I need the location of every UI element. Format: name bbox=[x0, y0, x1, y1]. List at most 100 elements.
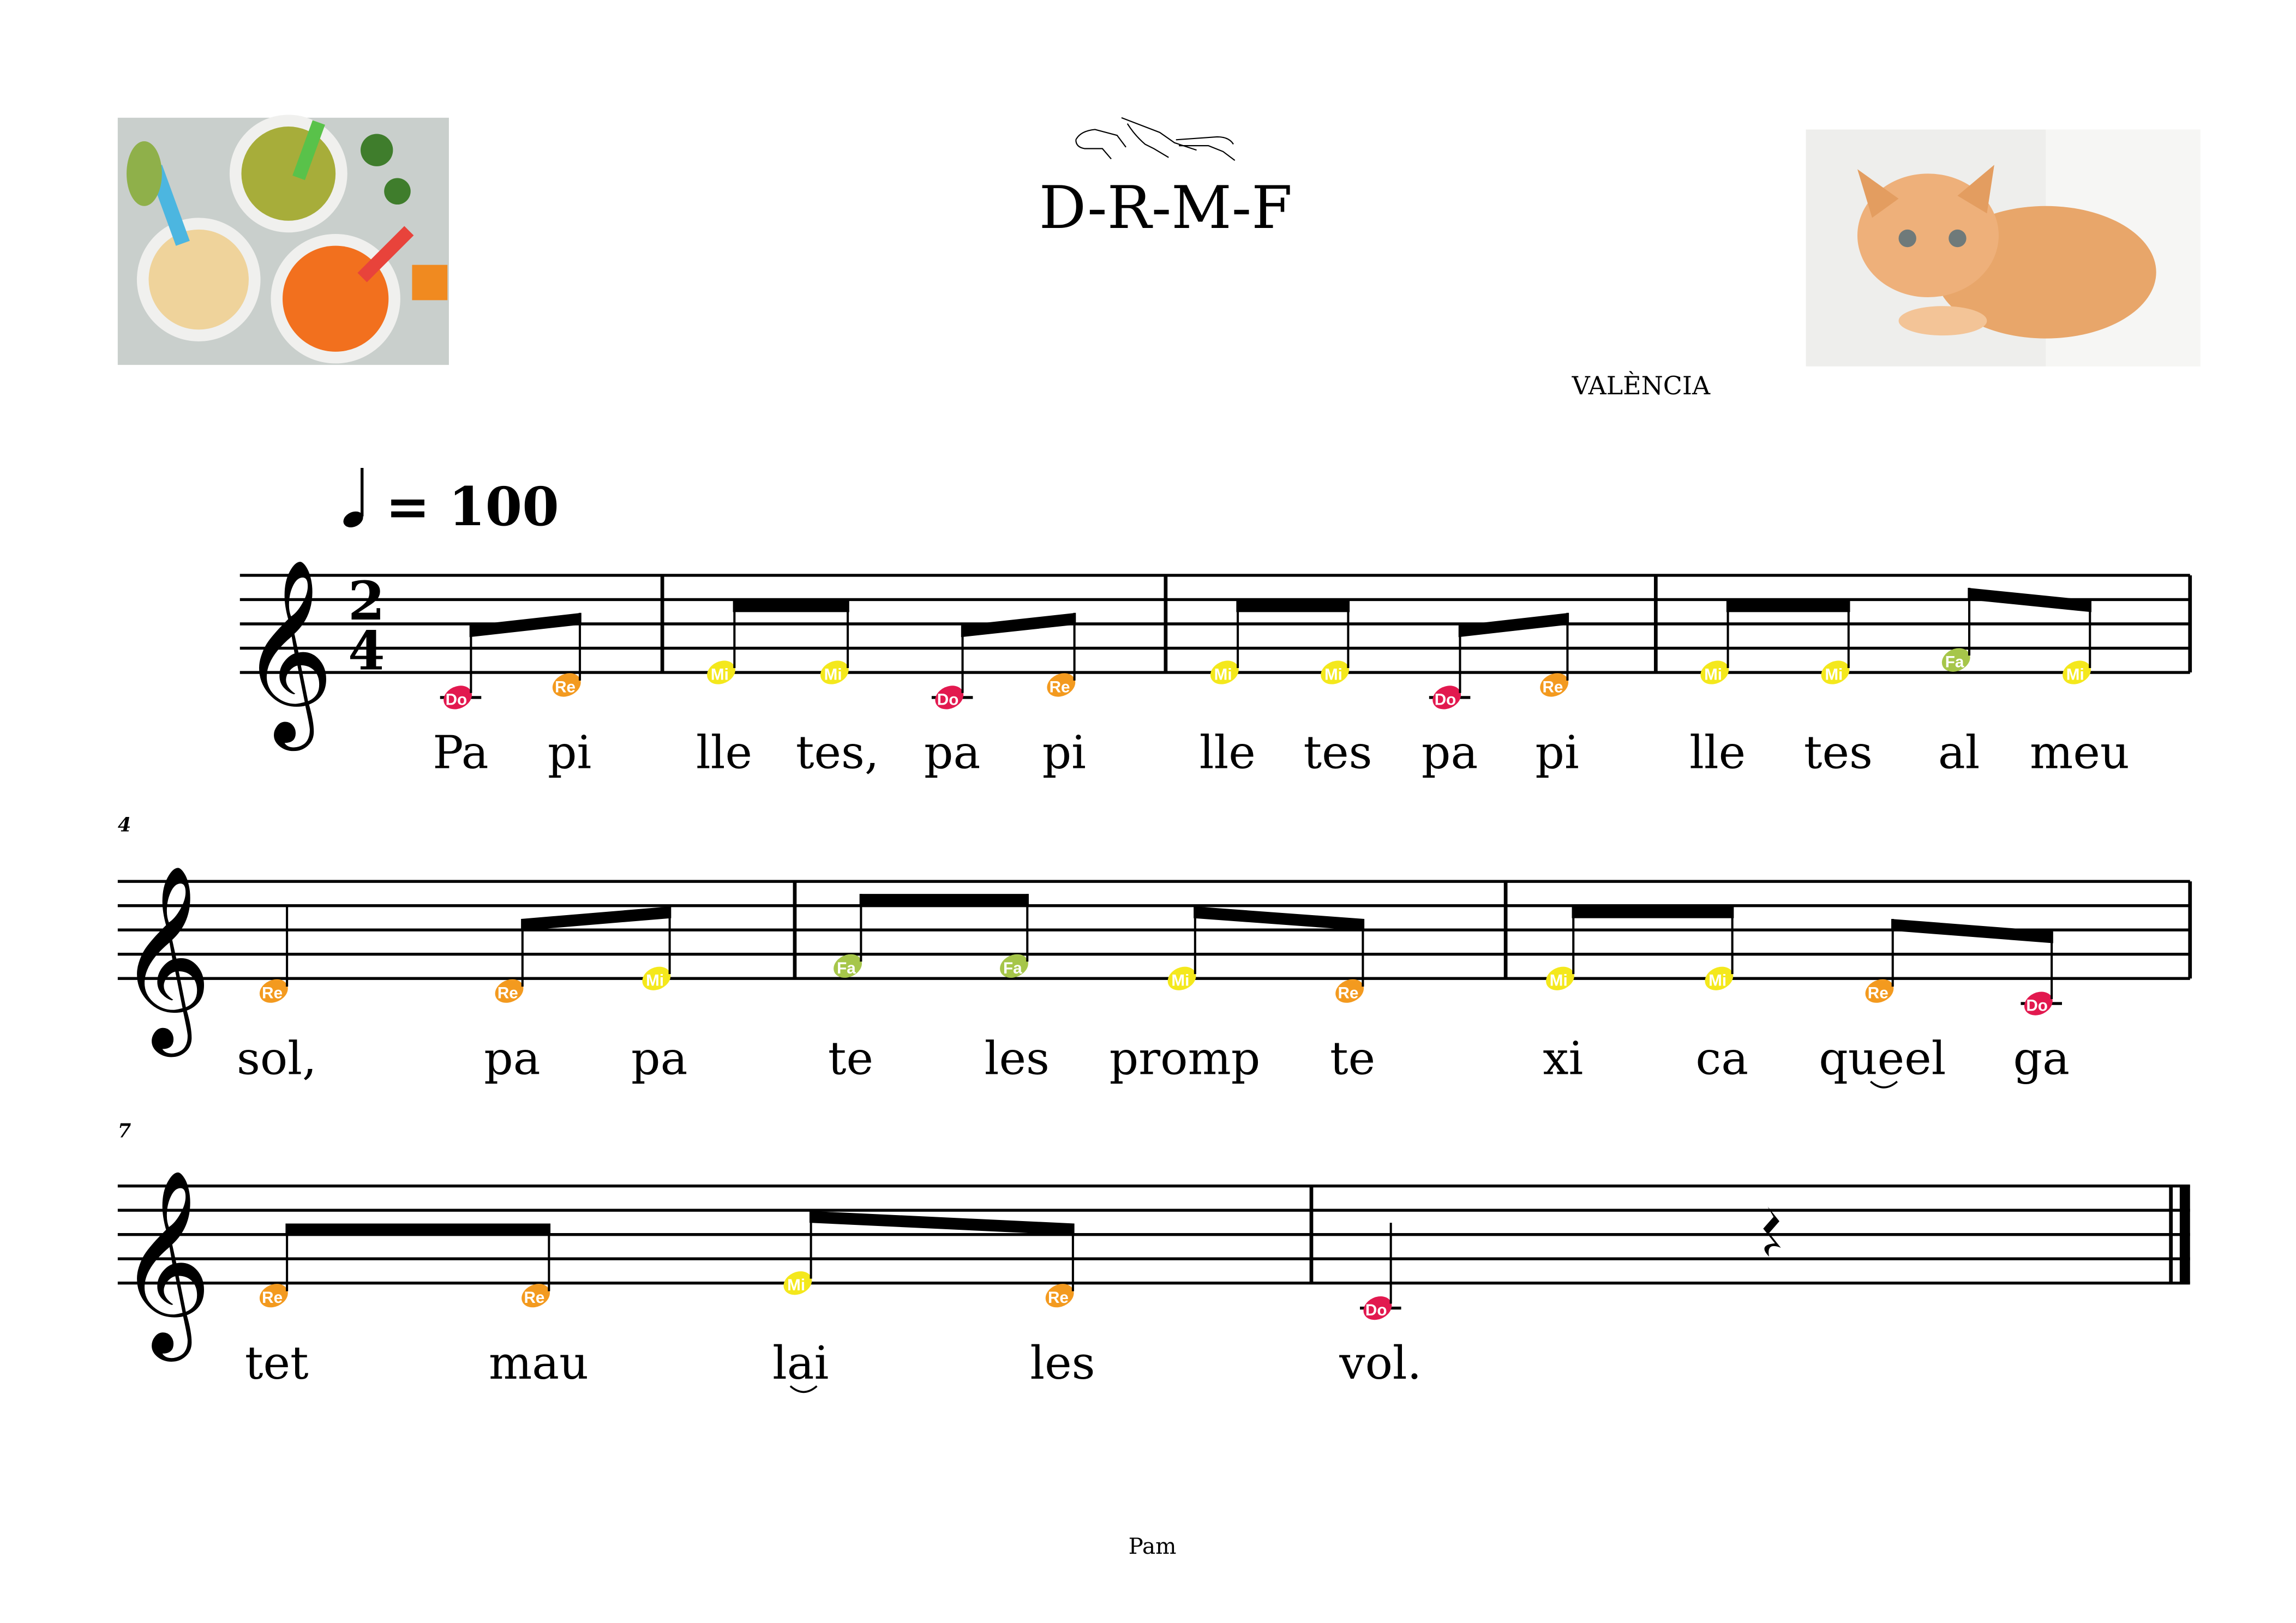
note-re: Re bbox=[521, 1284, 550, 1308]
beam bbox=[733, 600, 849, 612]
lyric-syllable: vol. bbox=[1339, 1336, 1422, 1390]
lyric-syllable: lle bbox=[1200, 725, 1256, 779]
note-re: Re bbox=[1865, 979, 1894, 1003]
note-head bbox=[1546, 966, 1574, 990]
note-head bbox=[495, 979, 524, 1003]
note-fa: Fa bbox=[1941, 648, 1970, 672]
beam bbox=[1572, 906, 1734, 918]
solfege-label: Mi bbox=[711, 666, 729, 684]
solfege-hand-signs-icon bbox=[1075, 117, 1236, 161]
note-mi: Mi bbox=[1546, 966, 1574, 990]
note-head bbox=[783, 1271, 812, 1295]
note-head bbox=[1363, 1296, 1392, 1320]
lyric-syllable: pa bbox=[1422, 725, 1478, 779]
lyric-syllable: les bbox=[985, 1032, 1050, 1085]
note-head bbox=[1705, 966, 1734, 990]
lyric-syllable: pi bbox=[1042, 725, 1086, 779]
staff-system-1: 𝄞PaDopiRelleMites,MipaDopiRelleMitesMipa… bbox=[239, 557, 2192, 779]
solfege-label: Fa bbox=[1003, 959, 1022, 977]
lyric-syllable: pi bbox=[548, 725, 591, 779]
solfege-label: Fa bbox=[1945, 653, 1964, 671]
note-head bbox=[521, 1284, 550, 1308]
staff-system-2: 𝄞4sol,RepaRepaMiteFalesFaprompMiteRexiMi… bbox=[117, 814, 2192, 1089]
solfege-label: Mi bbox=[2066, 666, 2084, 684]
note-fa: Fa bbox=[1000, 954, 1028, 978]
solfege-label: Re bbox=[524, 1289, 544, 1307]
solfege-label: Mi bbox=[1550, 972, 1568, 990]
note-head bbox=[1000, 954, 1028, 978]
lyric-syllable: al bbox=[1938, 725, 1980, 779]
note-head bbox=[1700, 660, 1729, 684]
solfege-label: Do bbox=[446, 690, 467, 708]
note-head bbox=[834, 954, 862, 978]
lyric-syllable: lle bbox=[1689, 725, 1746, 779]
beam bbox=[1236, 600, 1350, 612]
solfege-label: Re bbox=[1543, 678, 1563, 696]
treble-clef-icon: 𝄞 bbox=[118, 1168, 212, 1363]
note-re: Re bbox=[1540, 673, 1569, 697]
lyric-syllable: les bbox=[1030, 1336, 1095, 1390]
note-fa: Fa bbox=[834, 954, 862, 978]
note-head bbox=[1432, 686, 1461, 710]
baby-food-photo bbox=[117, 115, 449, 365]
title: D-R-M-F bbox=[1039, 174, 1293, 242]
note-mi: Mi bbox=[707, 660, 735, 684]
note-re: Re bbox=[1045, 1284, 1074, 1308]
solfege-label: Re bbox=[262, 1289, 283, 1307]
note-head bbox=[820, 660, 849, 684]
solfege-label: Re bbox=[497, 984, 518, 1002]
beam bbox=[1194, 906, 1365, 931]
lyric-syllable: tes bbox=[1804, 725, 1873, 779]
lyric-syllable: Pa bbox=[433, 725, 488, 779]
note-mi: Mi bbox=[2063, 660, 2091, 684]
note-do: Do bbox=[931, 686, 973, 710]
lyric-syllable: tes, bbox=[796, 725, 879, 779]
beam bbox=[1726, 600, 1850, 612]
solfege-label: Mi bbox=[1324, 666, 1342, 684]
note-head bbox=[1045, 1284, 1074, 1308]
note-head bbox=[1335, 979, 1364, 1003]
note-mi: Mi bbox=[1821, 660, 1850, 684]
final-barline bbox=[2179, 1186, 2190, 1283]
solfege-label: Do bbox=[1365, 1301, 1387, 1319]
beam bbox=[809, 1211, 1075, 1236]
note-mi: Mi bbox=[820, 660, 849, 684]
note-head bbox=[935, 686, 964, 710]
solfege-label: Re bbox=[555, 678, 576, 696]
solfege-label: Mi bbox=[1171, 972, 1189, 990]
note-head bbox=[1047, 673, 1076, 697]
lyric-syllable: pa bbox=[484, 1032, 540, 1085]
solfege-label: Re bbox=[262, 984, 283, 1002]
time-signature: 2 4 bbox=[348, 570, 385, 682]
treble-clef-icon: 𝄞 bbox=[118, 864, 212, 1059]
beam bbox=[469, 612, 582, 638]
lyric-syllable: queel bbox=[1819, 1032, 1946, 1085]
lyric-syllable: sol, bbox=[237, 1032, 317, 1085]
note-mi: Mi bbox=[1210, 660, 1239, 684]
note-re: Re bbox=[1047, 673, 1076, 697]
note-head bbox=[259, 1284, 288, 1308]
note-head bbox=[1167, 966, 1196, 990]
solfege-label: Do bbox=[2026, 997, 2048, 1015]
note-head bbox=[443, 686, 472, 710]
note-re: Re bbox=[259, 1284, 288, 1308]
music-systems: 𝄞PaDopiRelleMites,MipaDopiRelleMitesMipa… bbox=[117, 557, 2192, 1393]
beam bbox=[285, 1223, 551, 1236]
elision-arc bbox=[789, 1385, 818, 1393]
tempo-value: = 100 bbox=[386, 476, 559, 538]
treble-clef-icon: 𝄞 bbox=[240, 557, 334, 752]
lyric-syllable: meu bbox=[2030, 725, 2130, 779]
note-do: Do bbox=[1429, 686, 1471, 710]
solfege-label: Re bbox=[1048, 1289, 1069, 1307]
lyric-syllable: lai bbox=[772, 1336, 829, 1390]
lyric-syllable: te bbox=[1330, 1032, 1375, 1085]
solfege-label: Mi bbox=[787, 1276, 805, 1294]
beam bbox=[1891, 918, 2053, 943]
note-re: Re bbox=[1335, 979, 1364, 1003]
note-mi: Mi bbox=[1321, 660, 1350, 684]
solfege-label: Mi bbox=[1214, 666, 1232, 684]
solfege-label: Re bbox=[1050, 678, 1070, 696]
lyric-syllable: pi bbox=[1535, 725, 1579, 779]
